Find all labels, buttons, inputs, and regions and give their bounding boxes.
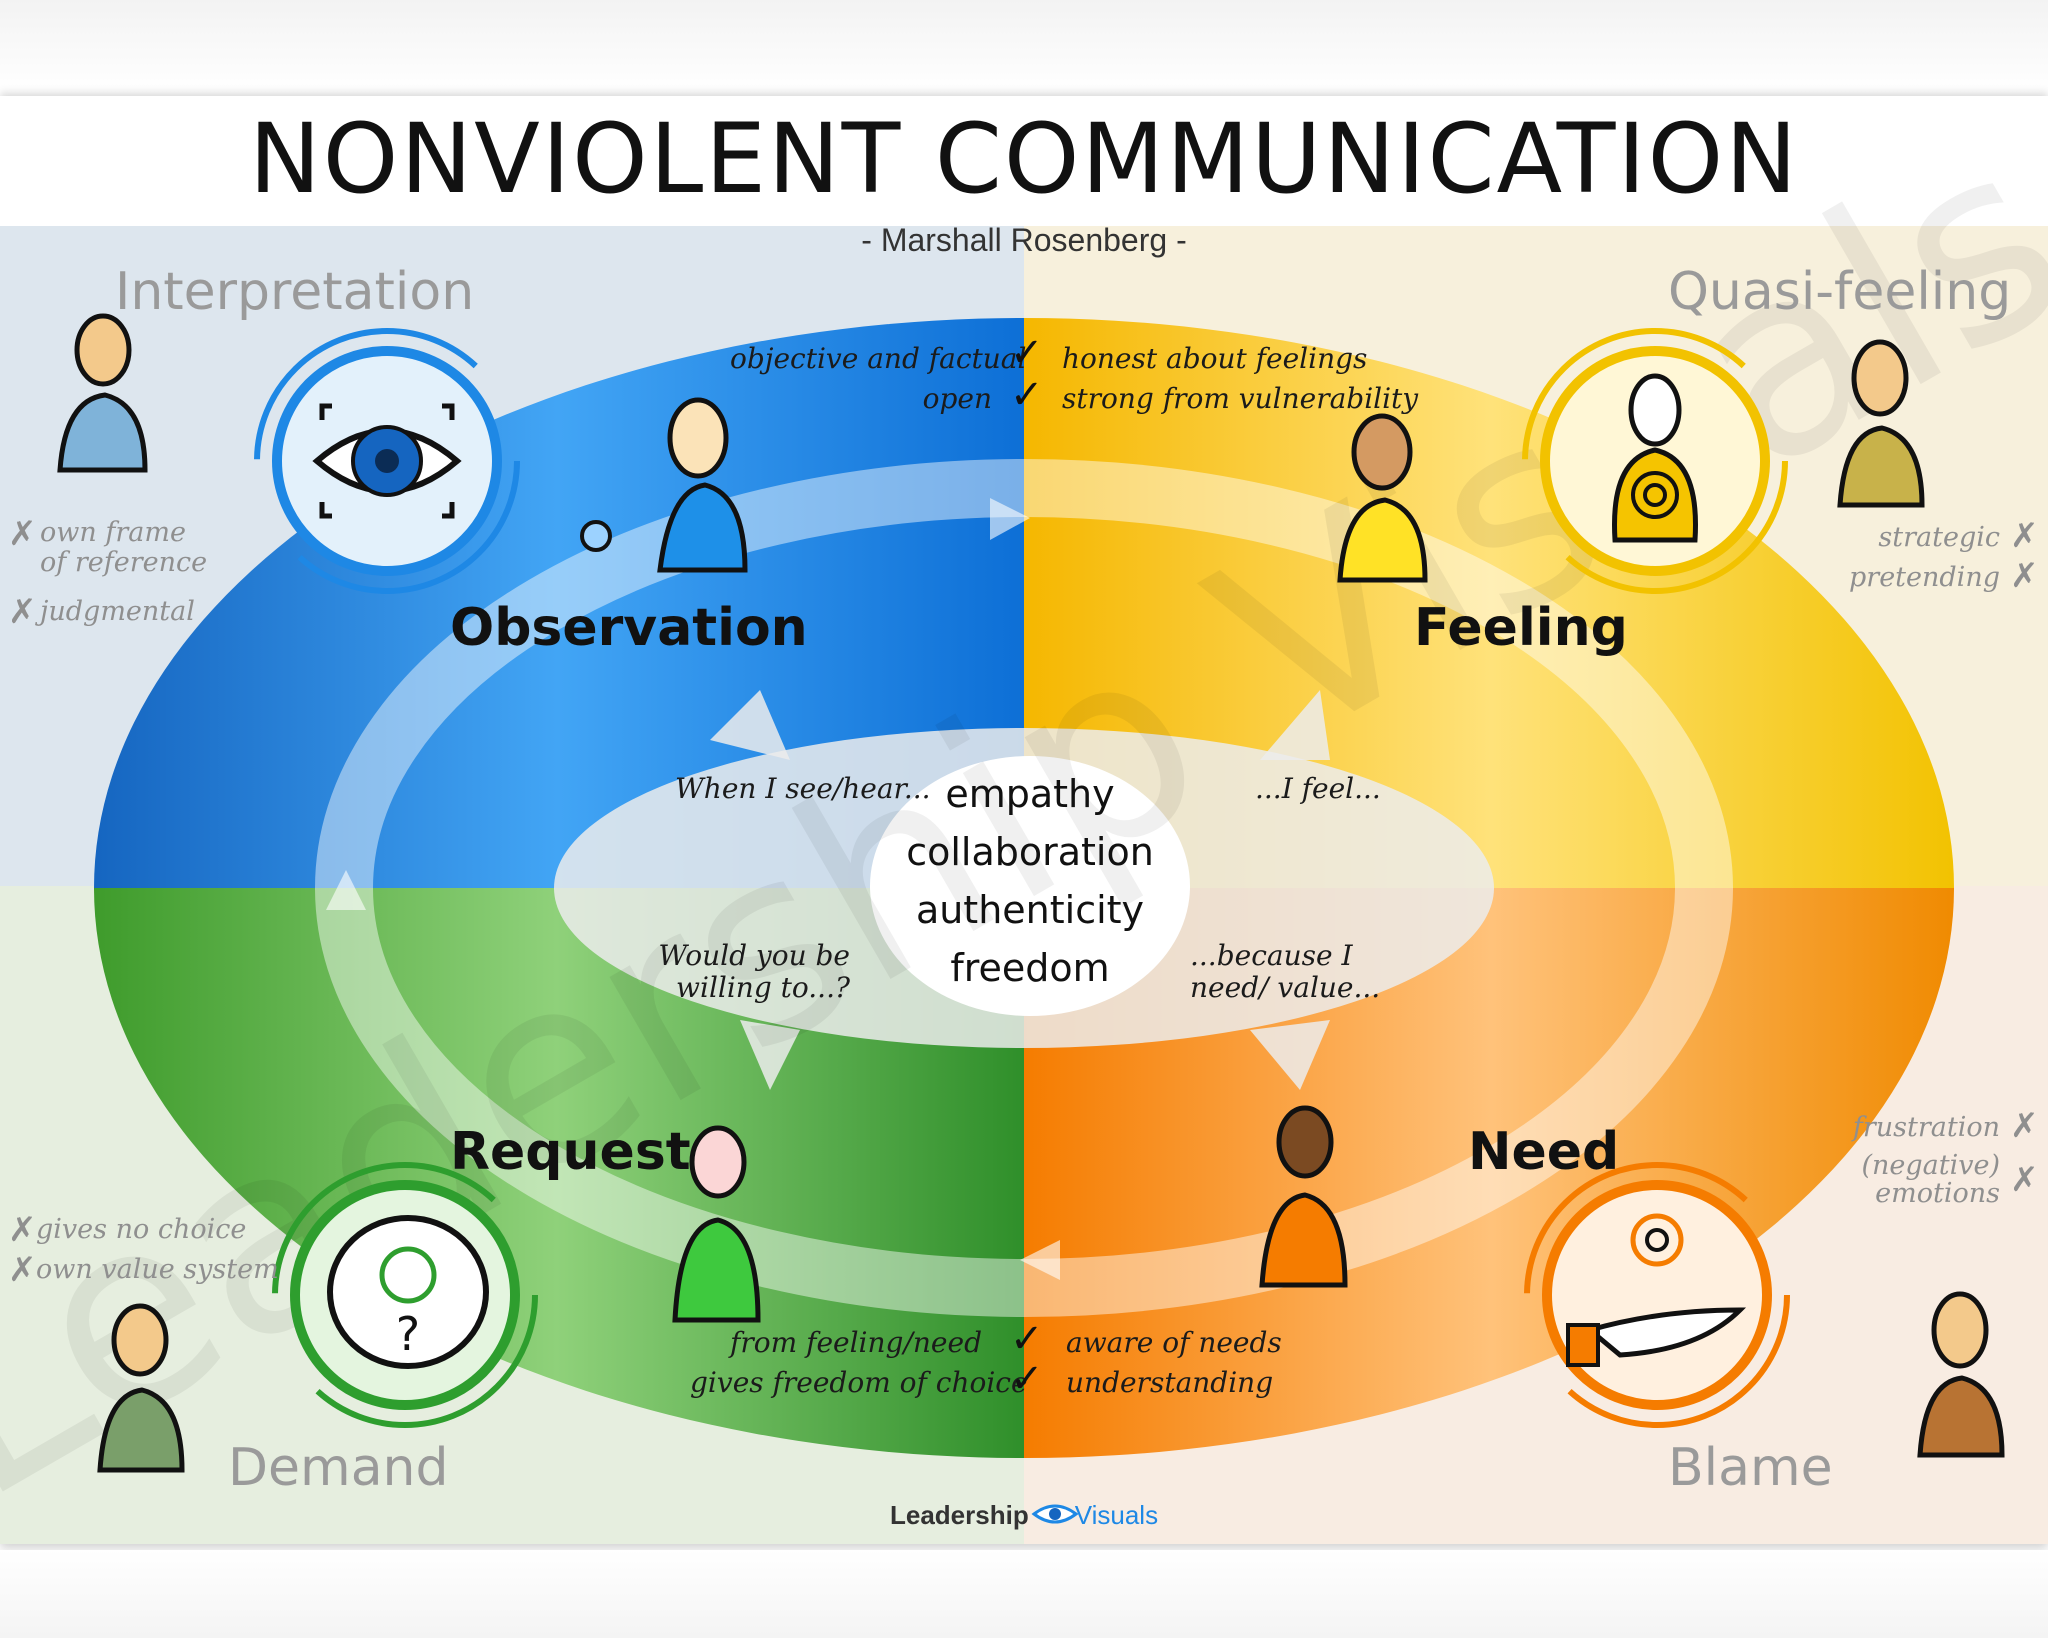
figure-request xyxy=(672,1125,761,1323)
label-quasi-feeling: Quasi-feeling xyxy=(1668,262,2012,322)
blame-negative-2: (negative) emotions xyxy=(1861,1150,2000,1209)
figure-need xyxy=(1259,1105,1348,1288)
interp-negative-1: own frame of reference xyxy=(40,517,208,578)
brand-leadership: Leadership xyxy=(890,1500,1029,1530)
req-positive-1: from feeling/need xyxy=(730,1326,982,1359)
speech-tail-feeling xyxy=(1260,690,1330,760)
figure-observer xyxy=(580,397,748,573)
flow-arrow-bottom xyxy=(1020,1240,1060,1280)
quasi-negative-2: pretending xyxy=(1849,562,2000,593)
spiral-hand-icon xyxy=(1566,1213,1747,1367)
interp-negative-2: judgmental xyxy=(40,596,195,627)
page-subtitle: - Marshall Rosenberg - xyxy=(861,222,1187,258)
eye-icon xyxy=(312,403,462,519)
phrase-need: ...because I need/ value... xyxy=(1190,939,1381,1004)
phrase-observation: When I see/hear... xyxy=(675,772,931,805)
center-word-authenticity: authenticity xyxy=(915,888,1145,932)
x-icon: ✗ xyxy=(8,1210,37,1250)
check-icon: ✓ xyxy=(1010,1356,1044,1402)
need-positive-1: aware of needs xyxy=(1066,1326,1282,1359)
label-interpretation: Interpretation xyxy=(115,262,475,322)
flow-arrow-top xyxy=(990,498,1030,540)
check-icon: ✓ xyxy=(1010,1316,1044,1362)
brand-visuals: Visuals xyxy=(1074,1500,1159,1530)
figure-demand xyxy=(97,1303,185,1473)
obs-positive-1: objective and factual xyxy=(730,342,1027,375)
figure-quasi-feeling xyxy=(1837,339,1925,508)
spiral-heart-icon xyxy=(1612,373,1698,543)
check-icon: ✓ xyxy=(1010,372,1044,418)
speech-tail-need xyxy=(1250,1020,1330,1090)
page-title: NONVIOLENT COMMUNICATION xyxy=(248,103,1800,215)
blame-negative-1: frustration xyxy=(1852,1112,2000,1143)
x-icon: ✗ xyxy=(2010,516,2039,556)
x-icon: ✗ xyxy=(8,1250,37,1290)
need-positive-2: understanding xyxy=(1066,1366,1274,1399)
brand-eye-icon xyxy=(1031,1504,1079,1524)
quasi-negative-1: strategic xyxy=(1878,522,2000,553)
phrase-feeling: ...I feel... xyxy=(1255,772,1381,805)
svg-text:?: ? xyxy=(396,1307,420,1361)
speech-tail-observation xyxy=(710,690,790,760)
speech-tail-request xyxy=(740,1020,800,1090)
flow-arrow-left xyxy=(326,870,366,910)
top-shadow-band xyxy=(0,0,2048,92)
figure-interpretation xyxy=(57,313,148,473)
label-feeling: Feeling xyxy=(1414,598,1628,658)
center-core xyxy=(870,756,1190,1016)
x-icon: ✗ xyxy=(2010,1160,2039,1200)
label-demand: Demand xyxy=(228,1438,449,1498)
x-icon: ✗ xyxy=(8,514,37,554)
speech-bubble-question-icon: ? xyxy=(327,1215,489,1369)
center-word-freedom: freedom xyxy=(950,946,1110,990)
feel-positive-2: strong from vulnerability xyxy=(1062,382,1419,415)
need-ring xyxy=(1524,1162,1790,1428)
footer-brand: Leadership Visuals xyxy=(890,1500,1158,1531)
demand-negative-1: gives no choice xyxy=(36,1214,247,1245)
label-observation: Observation xyxy=(450,598,808,658)
feel-positive-1: honest about feelings xyxy=(1062,342,1368,375)
demand-negative-2: own value system xyxy=(36,1254,279,1285)
obs-positive-2: open xyxy=(922,382,992,415)
req-positive-2: gives freedom of choice xyxy=(690,1366,1028,1399)
bottom-shadow-band xyxy=(0,1550,2048,1638)
x-icon: ✗ xyxy=(2010,556,2039,596)
center-word-empathy: empathy xyxy=(945,772,1115,816)
x-icon: ✗ xyxy=(2010,1106,2039,1146)
center-word-collaboration: collaboration xyxy=(906,830,1154,874)
label-need: Need xyxy=(1468,1122,1620,1182)
label-blame: Blame xyxy=(1668,1438,1833,1498)
x-icon: ✗ xyxy=(8,592,37,632)
figure-blame xyxy=(1917,1291,2005,1458)
phrase-request: Would you be willing to...? xyxy=(658,939,850,1004)
check-icon: ✓ xyxy=(1010,330,1044,376)
figure-feeling xyxy=(1337,413,1428,583)
label-request: Request xyxy=(450,1122,691,1182)
